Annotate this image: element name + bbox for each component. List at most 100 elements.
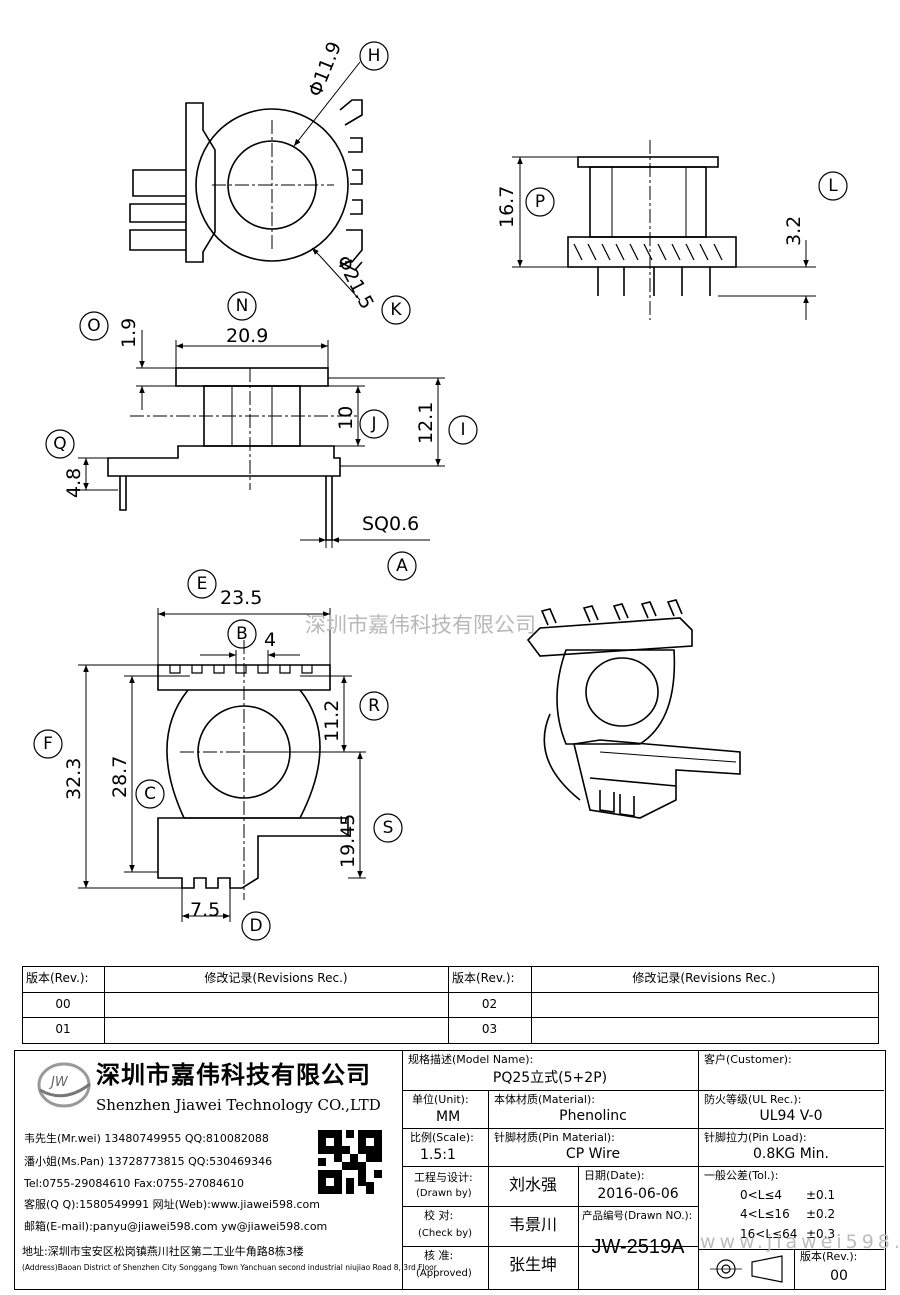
callout-j: J: [370, 414, 376, 434]
callout-k: K: [390, 300, 402, 320]
dim-b: 4: [264, 629, 276, 651]
address-cn: 地址:深圳市宝安区松岗镇燕川社区第二工业牛角路8栋3楼: [22, 1245, 304, 1258]
dim-l: 3.2: [783, 216, 805, 246]
scale-value: 1.5:1: [420, 1147, 456, 1163]
tel-fax: Tel:0755-29084610 Fax:0755-27084610: [24, 1177, 245, 1190]
dim-r: 11.2: [321, 700, 343, 742]
dim-f: 32.3: [63, 758, 85, 800]
callout-n: N: [236, 296, 249, 316]
pin-material-label: 针脚材质(Pin Material):: [494, 1131, 615, 1144]
dim-j: 10: [335, 406, 357, 430]
unit-value: MM: [436, 1109, 461, 1125]
qq-web: 客服(Q Q):1580549991 网址(Web):www.jiawei598…: [24, 1198, 320, 1211]
dim-n: 20.9: [226, 325, 268, 347]
drawn-label: 工程与设计:: [414, 1171, 473, 1184]
callout-q: Q: [53, 434, 66, 454]
material-label: 本体材质(Material):: [494, 1093, 595, 1106]
dim-k: Φ21.5: [332, 252, 378, 313]
callout-s: S: [383, 818, 394, 838]
dim-e: 23.5: [220, 587, 262, 609]
side-view: [512, 140, 816, 320]
dim-o: 1.9: [118, 318, 140, 348]
address-en: (Address)Baoan District of Shenzhen City…: [22, 1263, 437, 1272]
company-name-cn: 深圳市嘉伟科技有限公司: [96, 1061, 371, 1089]
model-value: PQ25立式(5+2P): [492, 1070, 608, 1086]
tol-value-1: ±0.1: [806, 1188, 836, 1202]
ul-value: UL94 V-0: [759, 1108, 823, 1124]
pin-load-label: 针脚拉力(Pin Load):: [704, 1131, 807, 1144]
drawing-number-value: JW-2519A: [591, 1236, 685, 1258]
check-label: 校 对:: [424, 1209, 454, 1222]
email: 邮箱(E-mail):panyu@jiawei598.com yw@jiawei…: [24, 1220, 328, 1233]
dim-d: 7.5: [190, 899, 220, 921]
callout-h: H: [368, 46, 381, 66]
approved-value: 张生坤: [508, 1255, 557, 1274]
rec-header-right: 修改记录(Revisions Rec.): [632, 971, 776, 985]
contact-wei: 韦先生(Mr.wei) 13480749955 QQ:810082088: [24, 1132, 269, 1145]
tol-value-3: ±0.3: [806, 1227, 836, 1241]
callout-c: C: [144, 784, 156, 804]
rec-header-left: 修改记录(Revisions Rec.): [204, 971, 348, 985]
dim-a: SQ0.6: [362, 513, 419, 535]
callout-i: I: [460, 420, 465, 440]
material-value: Phenolinc: [559, 1108, 627, 1124]
dim-q: 4.8: [63, 468, 85, 498]
approved-label: 核 准:: [424, 1249, 454, 1262]
rev-header-right: 版本(Rev.):: [452, 971, 515, 985]
watermark-corner: www.jiawei598.com: [700, 1231, 900, 1253]
dimension-labels: Φ11.9 Φ21.5 16.7 3.2 1.9 20.9 10 12.1 4.…: [63, 39, 805, 921]
rev-row-02: 02: [481, 997, 498, 1011]
ul-label: 防火等级(UL Rec.):: [704, 1093, 802, 1106]
dim-c: 28.7: [109, 756, 131, 798]
date-label: 日期(Date):: [584, 1169, 645, 1182]
callout-a: A: [396, 556, 408, 576]
rev-row-00: 00: [55, 997, 71, 1011]
revision-table: [22, 966, 879, 1044]
rev-row-03: 03: [481, 1022, 498, 1036]
callout-letters: H K P L N O J I Q A E B F C R S D: [43, 46, 838, 936]
isometric-view: [526, 599, 741, 819]
callout-f: F: [43, 734, 53, 754]
drawing-number-label: 产品编号(Drawn NO.):: [582, 1210, 693, 1222]
check-value: 韦景川: [508, 1215, 557, 1234]
technical-drawing: H K P L N O J I Q A E B F C R S D Φ11.9 …: [33, 39, 848, 941]
watermark-center: 深圳市嘉伟科技有限公司: [305, 613, 536, 637]
drawn-label-en: (Drawn by): [416, 1188, 472, 1199]
callout-o: O: [87, 316, 100, 336]
rev-label: 版本(Rev.):: [800, 1250, 858, 1263]
logo-text: JW: [51, 1075, 68, 1090]
dim-p: 16.7: [496, 186, 518, 228]
callout-e: E: [197, 574, 208, 594]
customer-label: 客户(Customer):: [704, 1053, 792, 1066]
tol-range-2: 4<L≤16: [740, 1207, 790, 1221]
tol-range-3: 16<L≤64: [740, 1227, 798, 1241]
contact-pan: 潘小姐(Ms.Pan) 13728773815 QQ:530469346: [24, 1155, 273, 1168]
unit-label: 单位(Unit):: [412, 1093, 469, 1106]
tol-range-1: 0<L≤4: [740, 1188, 783, 1202]
rev-row-01: 01: [55, 1022, 71, 1036]
callout-l: L: [828, 176, 838, 196]
dim-s: 19.45: [337, 814, 359, 868]
check-label-en: (Check by): [418, 1228, 473, 1239]
pin-material-value: CP Wire: [565, 1146, 621, 1162]
company-logo: [37, 1062, 91, 1108]
company-name-en: Shenzhen Jiawei Technology CO.,LTD: [96, 1096, 381, 1114]
tol-value-2: ±0.2: [806, 1207, 836, 1221]
drawn-value: 刘水强: [508, 1175, 557, 1194]
top-view: [129, 61, 363, 301]
dim-i: 12.1: [415, 402, 437, 444]
front-view: [78, 330, 445, 548]
model-label: 规格描述(Model Name):: [408, 1053, 534, 1066]
scale-label: 比例(Scale):: [410, 1131, 474, 1144]
qr-code-icon: [318, 1130, 382, 1194]
date-value: 2016-06-06: [597, 1186, 679, 1202]
callout-b: B: [236, 624, 248, 644]
bottom-view: [78, 608, 366, 922]
callout-circles: [33, 41, 848, 941]
pin-load-value: 0.8KG Min.: [752, 1146, 830, 1162]
rev-header-left: 版本(Rev.):: [26, 971, 89, 985]
callout-r: R: [368, 696, 380, 716]
tolerance-label: 一般公差(Tol.):: [704, 1169, 779, 1182]
approved-label-en: (Approved): [416, 1268, 472, 1279]
